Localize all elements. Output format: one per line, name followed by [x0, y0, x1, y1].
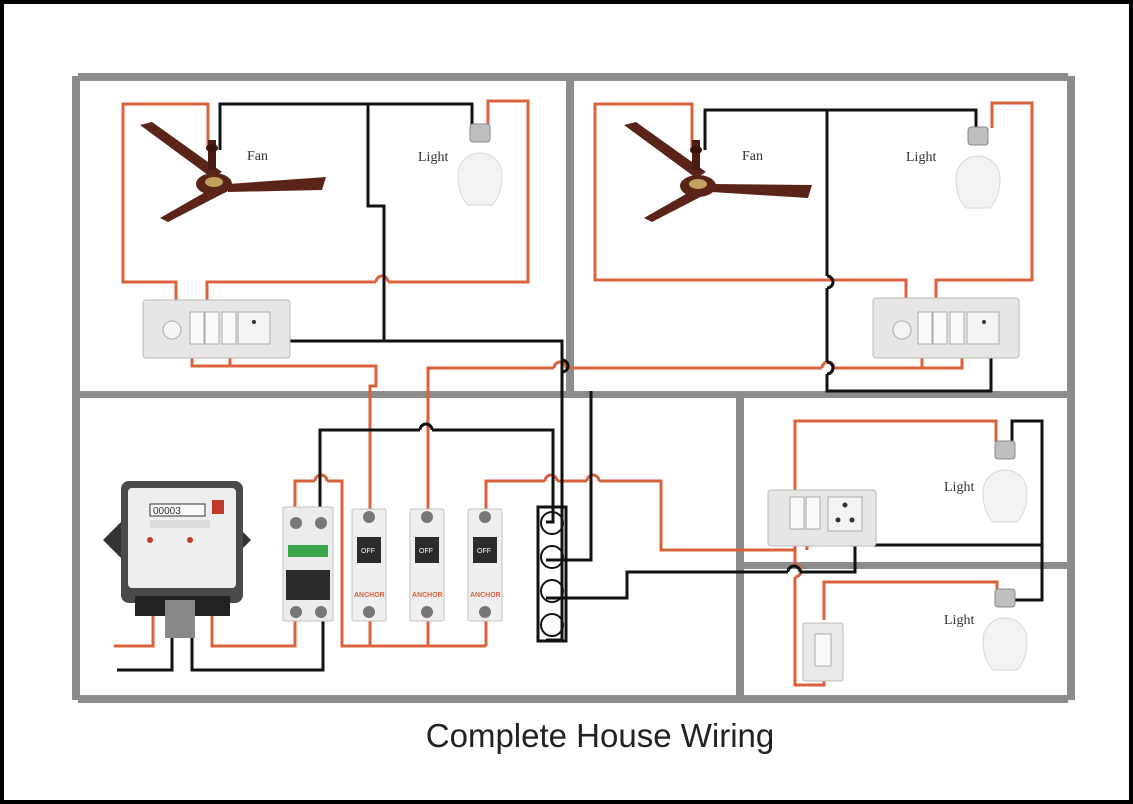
mcb-1-brand: ANCHOR	[354, 592, 385, 599]
light-1-label: Light	[418, 150, 448, 165]
light-2-label: Light	[906, 150, 936, 165]
bulb-4-icon	[982, 588, 1028, 671]
diagram-title: Complete House Wiring	[426, 717, 774, 754]
wall-left	[72, 76, 80, 700]
switchboard-1	[142, 299, 291, 359]
wall-small-rooms	[742, 562, 1068, 569]
energy-meter: 00003	[103, 481, 251, 638]
wall-lower-divider	[736, 396, 744, 698]
switchboard-3	[767, 489, 877, 547]
light-4-label: Light	[944, 613, 974, 628]
neutral-link-bar	[536, 505, 568, 643]
wall-upper-divider	[566, 78, 574, 394]
walls	[72, 73, 1075, 703]
fan-2-label: Fan	[742, 149, 763, 164]
ceiling-fan-2-icon	[624, 122, 812, 222]
wall-middle	[78, 391, 1068, 398]
switchboard-4	[802, 622, 844, 682]
wall-right	[1067, 76, 1075, 700]
mcb-2-off-text: OFF	[419, 548, 433, 555]
switchboard-2	[872, 297, 1020, 359]
meter-reading: 00003	[153, 506, 181, 517]
mcb-2-brand: ANCHOR	[412, 592, 443, 599]
fan-1-label: Fan	[247, 149, 268, 164]
mcb-3-off-text: OFF	[477, 548, 491, 555]
ceiling-fan-1-icon	[140, 122, 326, 222]
bulb-3-icon	[982, 440, 1028, 523]
bulb-1-icon	[457, 123, 503, 206]
mcb-3-brand: ANCHOR	[470, 592, 501, 599]
mcb-1-off-text: OFF	[361, 548, 375, 555]
mcb-1: OFF ANCHOR	[351, 508, 387, 622]
mcb-2: OFF ANCHOR	[409, 508, 445, 622]
bulb-2-icon	[955, 126, 1001, 209]
mcb-3: OFF ANCHOR	[467, 508, 503, 622]
main-isolator	[282, 506, 334, 622]
wall-top	[78, 73, 1068, 81]
light-3-label: Light	[944, 480, 974, 495]
wall-bottom	[78, 695, 1068, 703]
